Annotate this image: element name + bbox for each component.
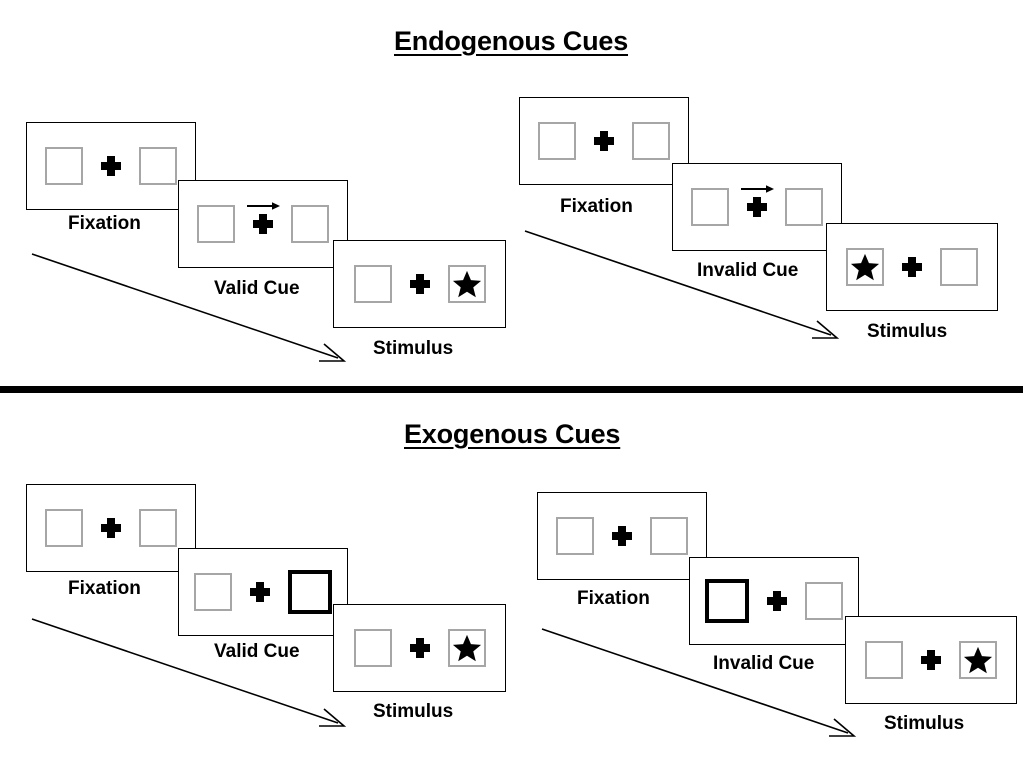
left-box bbox=[865, 641, 903, 679]
panel-endo-valid-cue bbox=[178, 180, 348, 268]
fixation-cross-icon bbox=[410, 274, 430, 294]
section-title-endogenous: Endogenous Cues bbox=[394, 26, 629, 56]
right-box bbox=[447, 629, 486, 667]
fixation-cross-icon bbox=[250, 582, 270, 602]
left-box bbox=[45, 509, 83, 547]
fixation-cross-icon bbox=[594, 131, 614, 151]
left-box bbox=[353, 265, 392, 303]
fixation-cross-icon bbox=[253, 214, 273, 234]
center-column bbox=[410, 274, 430, 294]
panel-exo-invalid-fixation bbox=[537, 492, 707, 580]
left-box bbox=[353, 629, 392, 667]
left-box bbox=[197, 205, 235, 243]
star-icon bbox=[452, 270, 481, 298]
left-box bbox=[556, 517, 594, 555]
panel-endo-invalid-fixation bbox=[519, 97, 689, 185]
panel-exo-invalid-cue bbox=[689, 557, 859, 645]
center-column bbox=[101, 518, 121, 538]
panel-endo-invalid-cue bbox=[672, 163, 842, 251]
right-box bbox=[139, 147, 177, 185]
right-box bbox=[940, 248, 978, 286]
left-box bbox=[538, 122, 576, 160]
panel-content bbox=[353, 629, 486, 667]
cue-arrow-right-icon bbox=[741, 185, 774, 193]
fixation-cross-icon bbox=[902, 257, 922, 277]
panel-exo-invalid-stimulus bbox=[845, 616, 1017, 704]
fixation-cross-icon bbox=[101, 156, 121, 176]
fixation-cross-icon bbox=[410, 638, 430, 658]
panel-content bbox=[691, 185, 823, 226]
fixation-cross-icon bbox=[101, 518, 121, 538]
caption-endo-valid-cue: Valid Cue bbox=[214, 278, 300, 299]
caption-endo-valid-stimulus: Stimulus bbox=[373, 338, 454, 359]
center-column bbox=[594, 131, 614, 151]
center-column bbox=[741, 185, 774, 217]
caption-exo-valid-cue: Valid Cue bbox=[214, 641, 300, 662]
panel-content bbox=[556, 517, 688, 555]
panel-exo-valid-cue bbox=[178, 548, 348, 636]
right-box bbox=[139, 509, 177, 547]
center-column bbox=[247, 202, 280, 234]
center-column bbox=[410, 638, 430, 658]
cue-arrow-right-icon bbox=[247, 202, 280, 210]
caption-exo-valid-stimulus: Stimulus bbox=[373, 701, 454, 722]
fixation-cross-icon bbox=[612, 526, 632, 546]
caption-endo-invalid-fixation: Fixation bbox=[560, 196, 633, 217]
caption-exo-invalid-fixation: Fixation bbox=[577, 588, 650, 609]
center-column bbox=[902, 257, 922, 277]
panel-exo-valid-stimulus bbox=[333, 604, 506, 692]
panel-content bbox=[705, 579, 843, 623]
caption-exo-invalid-cue: Invalid Cue bbox=[713, 653, 815, 674]
caption-endo-invalid-stimulus: Stimulus bbox=[867, 321, 948, 342]
panel-endo-valid-fixation bbox=[26, 122, 196, 210]
panel-endo-invalid-stimulus bbox=[826, 223, 998, 311]
right-box bbox=[805, 582, 843, 620]
caption-endo-valid-fixation: Fixation bbox=[68, 213, 141, 234]
right-box bbox=[632, 122, 670, 160]
panel-content bbox=[538, 122, 670, 160]
left-box bbox=[846, 248, 884, 286]
right-box bbox=[785, 188, 823, 226]
star-icon bbox=[850, 253, 880, 281]
caption-endo-invalid-cue: Invalid Cue bbox=[697, 260, 799, 281]
right-box bbox=[291, 205, 329, 243]
fixation-cross-icon bbox=[747, 197, 767, 217]
star-icon bbox=[963, 646, 993, 674]
right-box bbox=[959, 641, 997, 679]
panel-content bbox=[194, 570, 332, 614]
center-column bbox=[767, 591, 787, 611]
section-divider bbox=[0, 386, 1023, 393]
center-column bbox=[101, 156, 121, 176]
panel-exo-valid-fixation bbox=[26, 484, 196, 572]
panel-content bbox=[197, 202, 329, 243]
left-box bbox=[45, 147, 83, 185]
panel-content bbox=[865, 641, 997, 679]
center-column bbox=[921, 650, 941, 670]
star-icon bbox=[452, 634, 481, 662]
left-box-cued bbox=[705, 579, 749, 623]
right-box-cued bbox=[288, 570, 332, 614]
panel-content bbox=[45, 509, 177, 547]
caption-exo-valid-fixation: Fixation bbox=[68, 578, 141, 599]
caption-exo-invalid-stimulus: Stimulus bbox=[884, 713, 965, 734]
panel-content bbox=[45, 147, 177, 185]
left-box bbox=[194, 573, 232, 611]
fixation-cross-icon bbox=[921, 650, 941, 670]
center-column bbox=[612, 526, 632, 546]
panel-content bbox=[846, 248, 978, 286]
right-box bbox=[650, 517, 688, 555]
right-box bbox=[447, 265, 486, 303]
fixation-cross-icon bbox=[767, 591, 787, 611]
panel-endo-valid-stimulus bbox=[333, 240, 506, 328]
center-column bbox=[250, 582, 270, 602]
section-title-exogenous: Exogenous Cues bbox=[404, 419, 621, 449]
left-box bbox=[691, 188, 729, 226]
panel-content bbox=[353, 265, 486, 303]
